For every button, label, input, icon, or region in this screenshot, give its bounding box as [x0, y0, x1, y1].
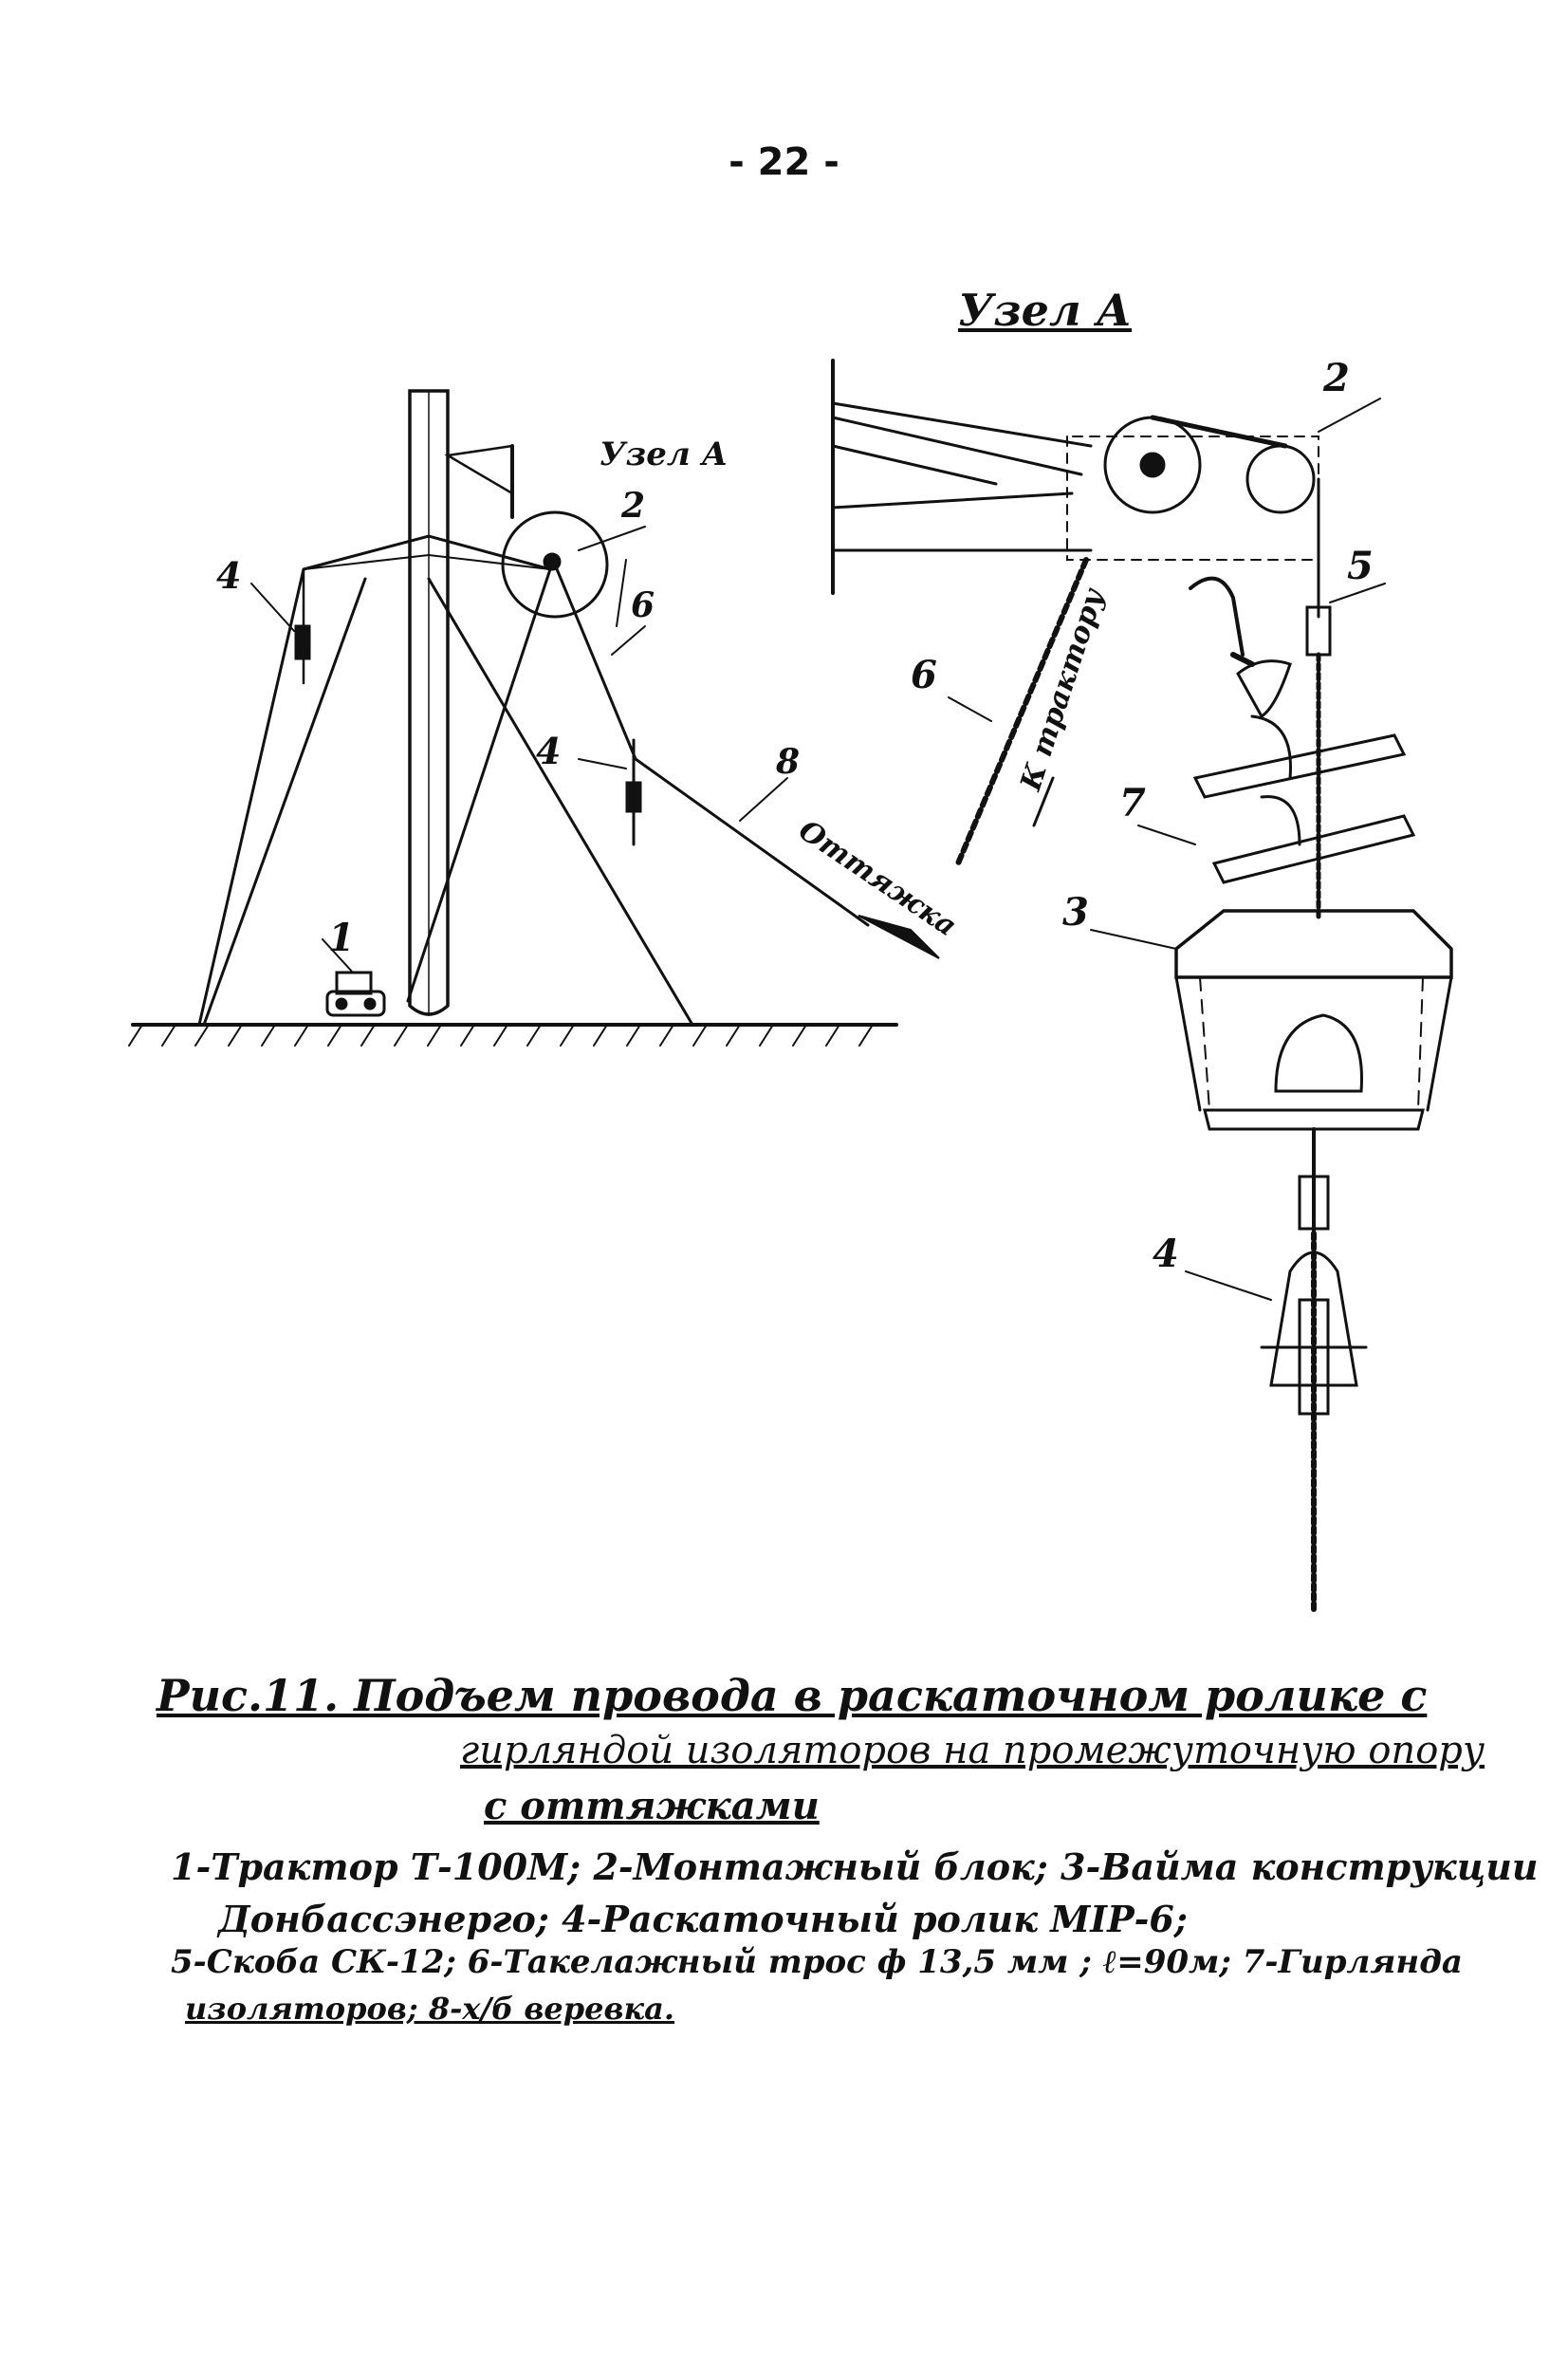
left-roller	[294, 624, 311, 660]
guy-right	[427, 577, 694, 1027]
rolling-roller	[1260, 1127, 1368, 1616]
legend-line-3: 5-Скоба СК-12; 6-Такелажный трос ф 13,5 …	[171, 1943, 1463, 1981]
ground-hatching	[128, 1024, 874, 1047]
callout-2-label: 2	[620, 486, 645, 526]
tackle-arrow	[1032, 776, 1055, 827]
crossarm-brace	[303, 553, 551, 570]
caption-line-1: Рис.11. Подъем провода в раскаточном рол…	[157, 1670, 1427, 1721]
detail-callout-4-leader	[1185, 1270, 1272, 1301]
pulley-small	[1245, 444, 1316, 514]
detail-callout-6-leader	[948, 696, 992, 722]
detail-callout-5-leader	[1329, 583, 1386, 603]
detail-drawing	[831, 359, 1453, 1616]
callout-8-leader	[739, 777, 788, 822]
rope-to-tractor	[406, 567, 552, 1003]
guy-arrow	[858, 915, 940, 959]
callout-4-left-label: 4	[216, 554, 241, 597]
legend-line-2-text: Донбассэнерго; 4-Раскаточный ролик МІР-6…	[218, 1898, 1188, 1940]
main-crossarm	[302, 534, 552, 571]
detail-callout-2: 2	[1322, 356, 1350, 400]
detail-callout-3-leader	[1090, 929, 1177, 950]
caption-line-2: гирляндой изоляторов на промежуточную оп…	[460, 1729, 1485, 1772]
detail-callout-5: 5	[1347, 544, 1374, 588]
callout-4-right-label: 4	[536, 730, 561, 772]
detail-callout-7-leader	[1137, 825, 1196, 845]
callout-4-right-leader	[578, 758, 627, 769]
tackle-rope	[955, 557, 1089, 866]
page-number: - 22 -	[729, 140, 839, 184]
shackle-pin	[1230, 652, 1255, 667]
tractor	[325, 971, 386, 1017]
shackle-hook	[1189, 576, 1245, 657]
pole	[408, 389, 450, 1016]
detail-callout-7: 7	[1119, 781, 1146, 825]
block-strap	[1150, 415, 1288, 449]
legend-line-4-text: изоляторов; 8-х/б веревка.	[185, 1991, 675, 2027]
right-roller	[625, 781, 642, 813]
caption-line-2-text: гирляндой изоляторов на промежуточную оп…	[460, 1729, 1485, 1772]
detail-callout-6: 6	[911, 653, 937, 697]
node-a-circle	[501, 510, 609, 619]
guy-rope-8	[634, 757, 870, 927]
legend-line-1-text: 1-Трактор Т-100М; 2-Монтажный блок; 3-Ва…	[171, 1845, 1539, 1888]
detail-title: Узел А	[958, 285, 1132, 336]
legend-line-1: 1-Трактор Т-100М; 2-Монтажный блок; 3-Ва…	[171, 1845, 1538, 1888]
legend-line-2: Донбассэнерго; 4-Раскаточный ролик МІР-6…	[218, 1898, 1188, 1940]
callout-4-left-leader	[250, 583, 295, 632]
balance-yoke	[1174, 909, 1453, 1131]
callout-8-label: 8	[775, 742, 800, 782]
callout-2-leader	[578, 526, 646, 551]
node-a-leader	[616, 559, 627, 627]
rope-to-roller	[553, 563, 637, 761]
detail-callout-4: 4	[1153, 1232, 1179, 1276]
caption-line-3: с оттяжками	[484, 1784, 820, 1828]
mounting-block	[543, 552, 562, 571]
crossarm-members	[831, 401, 1093, 552]
callout-6-label: 6	[631, 585, 655, 625]
caption-line-3-text: с оттяжками	[484, 1784, 820, 1828]
caption-line-1-text: Рис.11. Подъем провода в раскаточном рол…	[157, 1670, 1428, 1721]
callout-1-leader	[322, 938, 354, 973]
node-a-label: Узел А	[600, 436, 728, 473]
callout-6-leader	[611, 625, 646, 656]
detail-callout-2-leader	[1318, 398, 1381, 433]
guy-left-outer	[197, 567, 305, 1027]
detail-title-text: Узел А	[958, 285, 1133, 336]
insulator-string	[1192, 659, 1416, 884]
detail-callout-3: 3	[1062, 890, 1089, 935]
overview-drawing	[128, 389, 940, 1047]
legend-line-3-text: 5-Скоба СК-12; 6-Такелажный трос ф 13,5 …	[171, 1943, 1463, 1981]
legend-line-4: изоляторов; 8-х/б веревка.	[185, 1991, 674, 2027]
callout-1-label: 1	[328, 916, 355, 960]
upper-crossarm	[444, 444, 514, 496]
guy-left-inner	[202, 577, 367, 1027]
pulley-large-axle	[1139, 452, 1166, 478]
